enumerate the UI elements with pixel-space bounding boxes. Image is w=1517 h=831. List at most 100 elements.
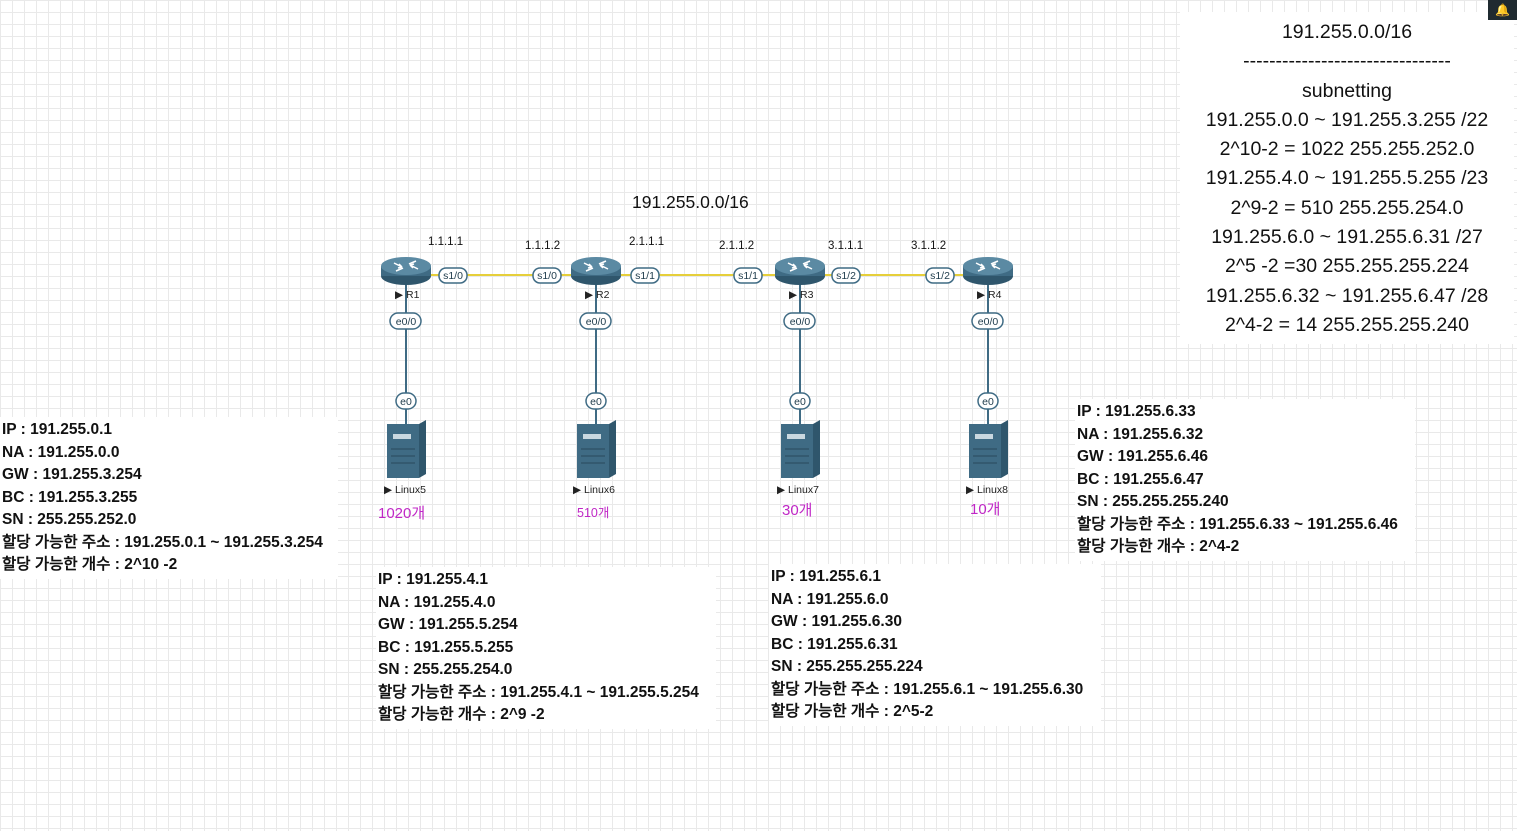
- if-pill-r4-e00[interactable]: [971, 312, 1004, 330]
- subnet-info-linux7: IP : 191.255.6.1 NA : 191.255.6.0 GW : 1…: [769, 564, 1101, 726]
- router-r2[interactable]: [571, 257, 621, 285]
- if-label-r2-s10: s1/0: [537, 270, 557, 282]
- notes-line: 191.255.0.0 ~ 191.255.3.255 /22: [1205, 108, 1489, 131]
- router-arrows-icon: [787, 260, 813, 272]
- info-line: 할당 가능한 개수 : 2^10 -2: [2, 556, 178, 573]
- info-line: NA : 191.255.4.0: [378, 593, 496, 611]
- if-label-r2-e00: e0/0: [586, 316, 607, 328]
- diagram-title: 191.255.0.0/16: [632, 192, 749, 212]
- info-line: 할당 가능한 주소 : 191.255.6.1 ~ 191.255.6.30: [771, 680, 1084, 698]
- if-pill-r3-e00[interactable]: [783, 312, 816, 330]
- host-count-linux8: 10개: [970, 501, 1001, 518]
- notes-line: 2^5 -2 =30 255.255.255.224: [1225, 255, 1469, 278]
- info-line: BC : 191.255.6.47: [1077, 470, 1204, 488]
- info-line: BC : 191.255.5.255: [378, 638, 514, 656]
- info-line: NA : 191.255.6.0: [771, 590, 889, 608]
- info-line: GW : 191.255.6.30: [771, 613, 902, 630]
- if-label-r4-e00: e0/0: [978, 316, 999, 328]
- if-pill-r2-s11[interactable]: [630, 267, 660, 284]
- ip-label-r1-s10: 1.1.1.1: [428, 236, 464, 248]
- info-line: NA : 191.255.0.0: [2, 443, 120, 461]
- info-line: 할당 가능한 주소 : 191.255.0.1 ~ 191.255.3.254: [2, 533, 323, 551]
- if-label-linux6-e0: e0: [590, 396, 602, 408]
- subnet-info-linux8: IP : 191.255.6.33 NA : 191.255.6.32 GW :…: [1075, 399, 1415, 561]
- if-pill-r1-s10[interactable]: [438, 267, 468, 284]
- info-line: NA : 191.255.6.32: [1077, 425, 1204, 443]
- if-pill-linux5-e0[interactable]: [395, 392, 417, 410]
- if-pill-r3-s12[interactable]: [831, 267, 861, 284]
- info-line: IP : 191.255.0.1: [2, 421, 113, 438]
- info-line: BC : 191.255.6.31: [771, 635, 898, 653]
- info-line: IP : 191.255.6.33: [1077, 403, 1196, 420]
- if-pill-linux8-e0[interactable]: [977, 392, 999, 410]
- if-label-r3-s12: s1/2: [836, 270, 856, 282]
- if-pill-linux7-e0[interactable]: [789, 392, 811, 410]
- router-name-r3: ▶ R3: [789, 289, 814, 301]
- host-count-linux6: 510개: [577, 506, 610, 520]
- if-pill-r3-s11[interactable]: [733, 267, 763, 284]
- host-linux8[interactable]: [969, 420, 1008, 478]
- info-line: IP : 191.255.4.1: [378, 571, 489, 588]
- notes-line: subnetting: [1302, 79, 1392, 102]
- ip-label-r4-s12: 3.1.1.2: [911, 240, 947, 252]
- info-line: SN : 255.255.254.0: [378, 661, 513, 678]
- info-line: 할당 가능한 개수 : 2^5-2: [771, 703, 934, 720]
- router-r1[interactable]: [381, 257, 431, 285]
- info-line: 할당 가능한 개수 : 2^4-2: [1077, 538, 1240, 555]
- if-label-r3-e00: e0/0: [790, 316, 811, 328]
- host-name-linux8: ▶ Linux8: [966, 484, 1008, 496]
- if-pill-r2-s10[interactable]: [532, 267, 562, 284]
- router-arrows-icon: [393, 260, 419, 272]
- router-arrows-icon: [975, 260, 1001, 272]
- info-line: GW : 191.255.5.254: [378, 616, 518, 633]
- notes-line: 2^9-2 = 510 255.255.254.0: [1230, 196, 1464, 219]
- info-line: SN : 255.255.255.240: [1077, 493, 1229, 510]
- router-arrows-icon: [583, 260, 609, 272]
- notification-bell-icon[interactable]: 🔔: [1488, 0, 1517, 20]
- info-line: GW : 191.255.3.254: [2, 466, 142, 483]
- host-linux6[interactable]: [577, 420, 616, 478]
- host-name-linux6: ▶ Linux6: [573, 484, 615, 496]
- if-pill-r4-s12[interactable]: [925, 267, 955, 284]
- router-r3[interactable]: [775, 257, 825, 285]
- router-name-r1: ▶ R1: [395, 289, 420, 301]
- router-r4[interactable]: [963, 257, 1013, 285]
- if-pill-linux6-e0[interactable]: [585, 392, 607, 410]
- notes-line: 191.255.6.32 ~ 191.255.6.47 /28: [1205, 284, 1489, 307]
- info-line: IP : 191.255.6.1: [771, 568, 882, 585]
- if-label-linux7-e0: e0: [794, 396, 806, 408]
- if-label-r4-s12: s1/2: [930, 270, 950, 282]
- if-label-r1-e00: e0/0: [396, 316, 417, 328]
- router-name-r4: ▶ R4: [977, 289, 1002, 301]
- if-label-r3-s11: s1/1: [738, 270, 758, 282]
- if-label-r1-s10: s1/0: [443, 270, 463, 282]
- host-name-linux5: ▶ Linux5: [384, 484, 426, 496]
- info-line: GW : 191.255.6.46: [1077, 448, 1208, 465]
- info-line: SN : 255.255.255.224: [771, 658, 923, 675]
- info-line: 할당 가능한 개수 : 2^9 -2: [378, 706, 545, 723]
- subnet-info-linux5: IP : 191.255.0.1 NA : 191.255.0.0 GW : 1…: [0, 417, 338, 579]
- ip-label-r2-s10: 1.1.1.2: [525, 240, 561, 252]
- info-line: 할당 가능한 주소 : 191.255.4.1 ~ 191.255.5.254: [378, 683, 699, 701]
- host-count-linux5: 1020개: [378, 505, 426, 522]
- subnetting-notes: 191.255.0.0/16 -------------------------…: [1180, 12, 1514, 344]
- notes-line: --------------------------------: [1243, 50, 1451, 73]
- ip-label-r2-s11: 2.1.1.1: [629, 236, 665, 248]
- host-linux7[interactable]: [781, 420, 820, 478]
- if-pill-r1-e00[interactable]: [389, 312, 422, 330]
- notes-line: 2^10-2 = 1022 255.255.252.0: [1219, 138, 1475, 161]
- if-pill-r2-e00[interactable]: [579, 312, 612, 330]
- host-count-linux7: 30개: [782, 502, 813, 519]
- info-line: BC : 191.255.3.255: [2, 488, 138, 506]
- if-label-linux8-e0: e0: [982, 396, 994, 408]
- host-linux5[interactable]: [387, 420, 426, 478]
- host-name-linux7: ▶ Linux7: [777, 484, 819, 496]
- notes-line: 191.255.0.0/16: [1281, 21, 1413, 43]
- if-label-r2-s11: s1/1: [635, 270, 655, 282]
- info-line: 할당 가능한 주소 : 191.255.6.33 ~ 191.255.6.46: [1077, 515, 1398, 533]
- ip-label-r3-s12: 3.1.1.1: [828, 240, 864, 252]
- notes-line: 2^4-2 = 14 255.255.255.240: [1225, 313, 1469, 336]
- if-label-linux5-e0: e0: [400, 396, 412, 408]
- notes-line: 191.255.6.0 ~ 191.255.6.31 /27: [1211, 226, 1483, 249]
